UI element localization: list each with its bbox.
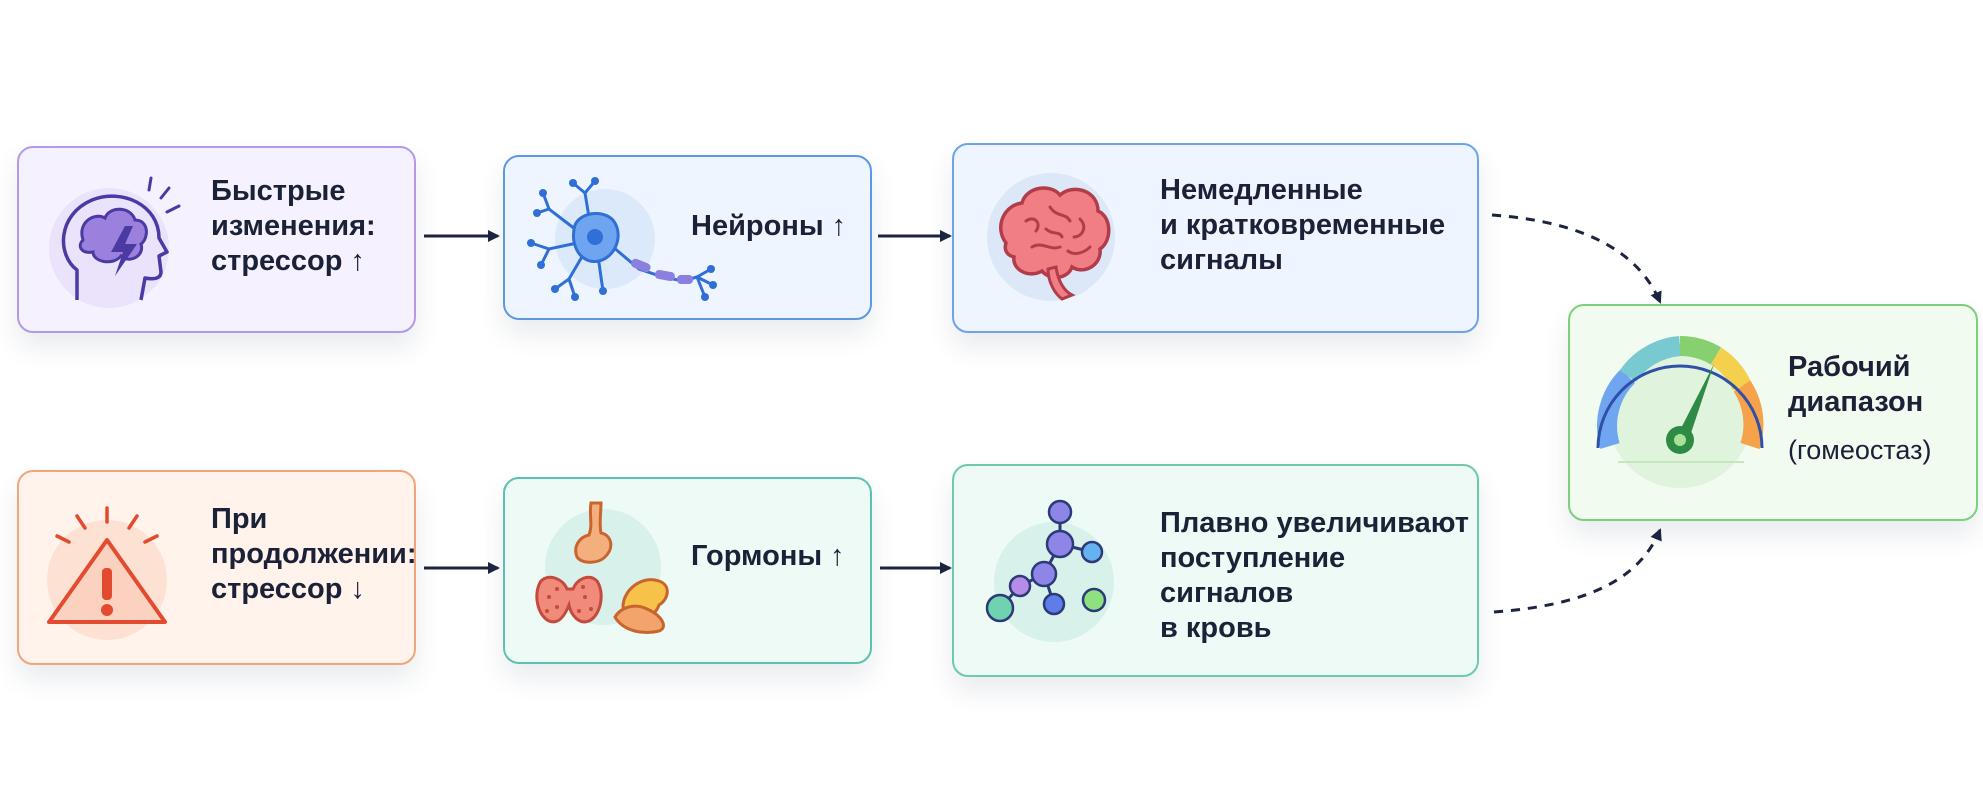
node-fast-changes: Быстрые изменения: стрессор ↑ <box>17 146 416 333</box>
node-prolonged-label: При продолжении: стрессор ↓ <box>211 503 417 605</box>
node-hormones: Гормоны ↑ <box>503 477 872 664</box>
node-working-range-subtitle: (гомеостаз) <box>1788 435 1932 465</box>
neuron-icon <box>519 173 729 313</box>
dashed-arrow-gradual-to-range <box>1493 528 1662 614</box>
brain-icon <box>976 161 1126 311</box>
node-immediate-signals-label: Немедленные и кратковременные сигналы <box>1160 174 1446 276</box>
node-working-range-label: Рабочий диапазон <box>1788 351 1924 418</box>
warning-triangle-icon <box>37 500 187 640</box>
gauge-icon <box>1584 324 1774 494</box>
brain-lightning-head-icon <box>37 160 187 320</box>
node-immediate-signals: Немедленные и кратковременные сигналы <box>952 143 1479 333</box>
node-hormones-label: Гормоны ↑ <box>691 540 845 572</box>
node-working-range: Рабочий диапазон (гомеостаз) <box>1568 304 1978 521</box>
node-gradual-increase: Плавно увеличивают поступление сигналов … <box>952 464 1479 677</box>
glands-icon <box>519 489 689 649</box>
molecule-icon <box>976 486 1126 656</box>
node-prolonged: При продолжении: стрессор ↓ <box>17 470 417 665</box>
node-neurons: Нейроны ↑ <box>503 155 872 320</box>
node-fast-changes-label: Быстрые изменения: стрессор ↑ <box>211 175 376 277</box>
node-neurons-label: Нейроны ↑ <box>691 210 847 242</box>
dashed-arrow-immediate-to-range <box>1491 213 1662 304</box>
node-gradual-increase-label: Плавно увеличивают поступление сигналов … <box>1160 507 1469 644</box>
